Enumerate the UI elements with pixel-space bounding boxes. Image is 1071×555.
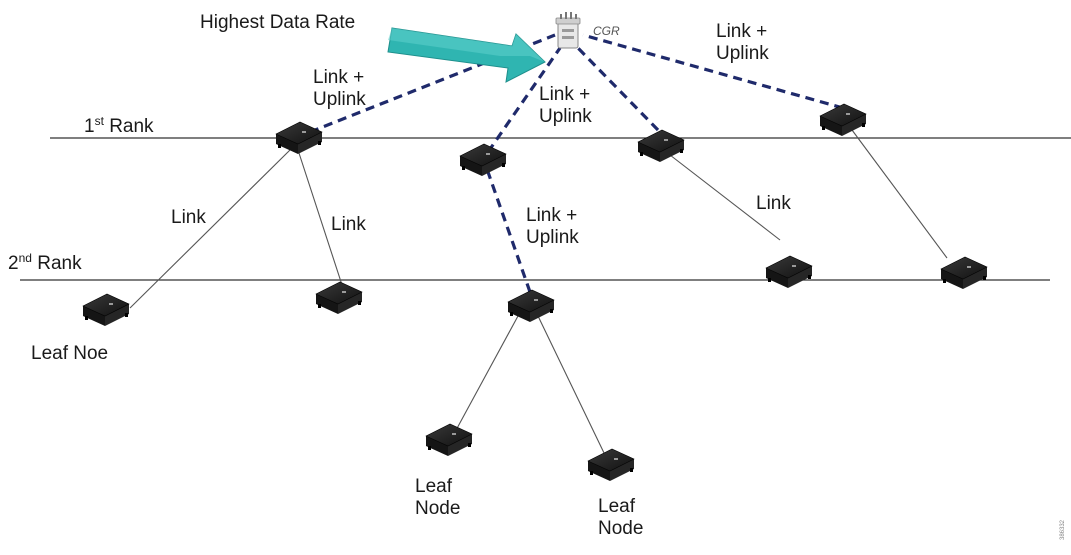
uplink-rank2mid-rank1b xyxy=(486,171,532,293)
rank2-node-b-icon xyxy=(765,255,813,288)
link-uplink-d-line1: Link + xyxy=(526,205,578,226)
link-rank1d-rank2c xyxy=(851,129,948,259)
link-uplink-label-a: Link + Uplink xyxy=(313,67,366,111)
rank-2-word: Rank xyxy=(31,253,82,274)
link-label-a: Link xyxy=(171,207,206,228)
uplink-paths xyxy=(309,33,844,293)
link-uplink-a-line1: Link + xyxy=(313,67,365,88)
link-uplink-b-line2: Uplink xyxy=(539,106,592,127)
uplink-rank1d-cgr xyxy=(582,33,844,110)
link-label-c: Link xyxy=(756,193,791,214)
rank1-node-d-icon xyxy=(819,103,867,136)
uplink-rank1b-cgr xyxy=(486,47,562,153)
rank2-node-mid-icon xyxy=(507,289,555,322)
link-rank2mid-leaf2 xyxy=(537,315,606,456)
rank1-node-b-icon xyxy=(459,143,507,176)
link-label-b: Link xyxy=(331,214,366,235)
rank1-node-a-icon xyxy=(275,121,323,154)
rank-1-word: Rank xyxy=(103,116,154,137)
rank2-node-a-icon xyxy=(315,281,363,314)
link-uplink-c-line1: Link + xyxy=(716,21,768,42)
rank-2-suffix: nd xyxy=(18,251,32,265)
leaf-noe-label: Leaf Noe xyxy=(31,343,109,364)
uplink-rank1c-cgr xyxy=(576,46,660,132)
leaf-node-label-1: Leaf Node xyxy=(415,476,460,520)
link-rank2mid-leaf1 xyxy=(454,315,519,433)
leaf-node-2-icon xyxy=(587,448,635,481)
thin-links xyxy=(129,129,948,456)
rank-2-number: 2 xyxy=(8,253,19,274)
rank-2-label: 2nd Rank xyxy=(8,251,82,275)
rank-1-suffix: st xyxy=(94,114,104,128)
link-uplink-label-d: Link + Uplink xyxy=(526,205,579,249)
highest-rate-arrow xyxy=(387,27,546,83)
link-uplink-c-line2: Uplink xyxy=(716,43,769,64)
link-rank1a-rank2a xyxy=(297,149,344,289)
cgr-label: CGR xyxy=(593,24,620,38)
link-uplink-a-line2: Uplink xyxy=(313,89,366,110)
leaf-node-1-line2: Node xyxy=(415,498,461,519)
rank2-node-c-icon xyxy=(940,256,988,289)
figure-id: 386332 xyxy=(1060,519,1066,540)
leaf-node-label-2: Leaf Node xyxy=(598,496,643,540)
leaf-node-2-line1: Leaf xyxy=(598,496,635,517)
link-uplink-label-b: Link + Uplink xyxy=(539,84,592,128)
leaf-node-2-line2: Node xyxy=(598,518,644,539)
rank-1-number: 1 xyxy=(84,116,95,137)
link-uplink-label-c: Link + Uplink xyxy=(716,21,769,65)
leaf-noe-node-icon xyxy=(82,293,130,326)
cgr-router-icon xyxy=(555,12,581,49)
mesh-nodes xyxy=(82,103,988,481)
rank1-node-c-icon xyxy=(637,129,685,162)
leaf-node-1-icon xyxy=(425,423,473,456)
link-uplink-d-line2: Uplink xyxy=(526,227,579,248)
rank-1-label: 1st Rank xyxy=(84,114,154,138)
leaf-node-1-line1: Leaf xyxy=(415,476,452,497)
link-uplink-b-line1: Link + xyxy=(539,84,591,105)
highest-data-rate-label: Highest Data Rate xyxy=(200,12,356,33)
link-rank1a-leafnoe xyxy=(129,149,291,309)
link-rank1c-rank2b xyxy=(669,154,781,241)
